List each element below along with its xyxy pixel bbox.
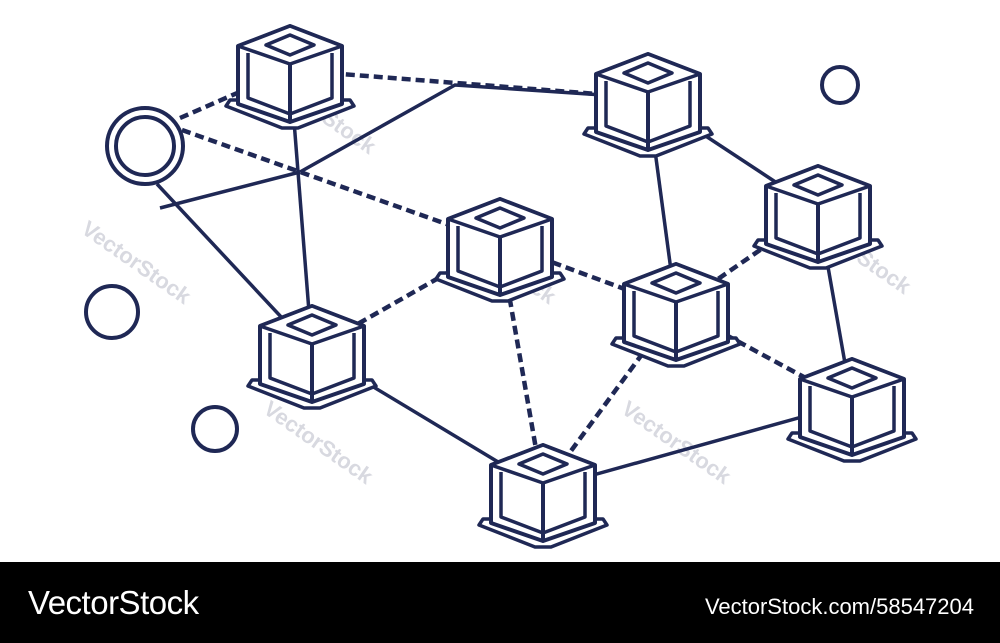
edge-solid [299,83,649,174]
node-layer [84,24,918,549]
footer-bar: VectorStock VectorStock.com/58547204 [0,562,1000,643]
double-circle-node-c1 [105,106,185,186]
block-node-b8 [786,357,918,463]
block-node-b5 [610,262,742,368]
watermark-text: VectorStock [617,396,736,490]
circle-node-c2 [84,284,140,340]
circle-node-c4 [820,65,860,105]
block-node-b3 [434,197,566,303]
footer-brand: VectorStock [28,584,199,621]
block-node-b1 [224,24,356,130]
block-node-b2 [582,52,714,158]
footer-url: VectorStock.com/58547204 [704,594,974,619]
block-node-b7 [752,164,884,270]
edge-solid [159,170,301,210]
block-node-b4 [246,304,378,410]
blockchain-network-diagram: VectorStock VectorStock VectorStock Vect… [77,24,918,549]
circle-node-c3 [191,405,239,453]
block-node-b6 [477,443,609,549]
